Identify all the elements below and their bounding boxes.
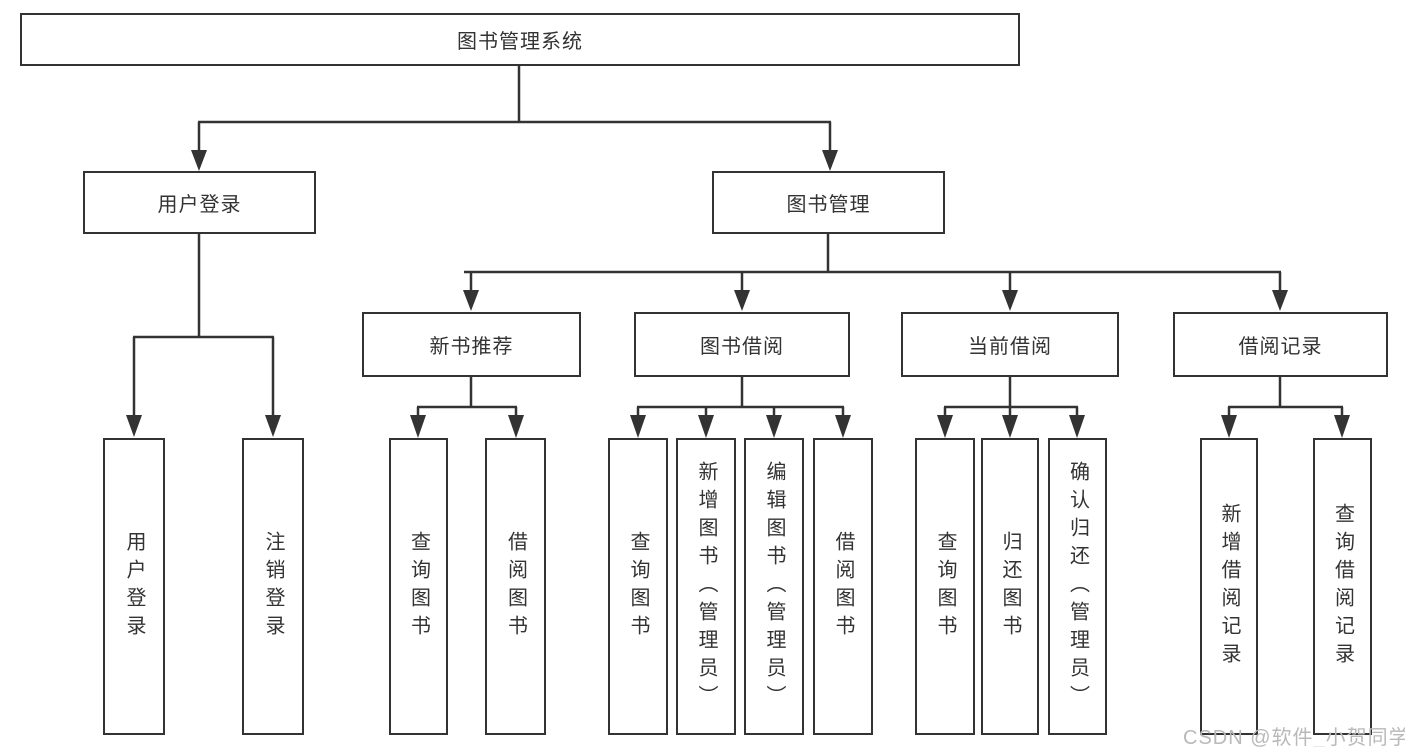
arrow-down-icon <box>937 415 953 438</box>
arrow-down-icon <box>191 150 207 171</box>
arrow-down-icon <box>766 415 782 438</box>
leaf-logout: 注销登录 <box>242 438 304 735</box>
arrow-down-icon <box>1002 290 1018 311</box>
leaf-borrow-books-recommend: 借阅图书 <box>485 438 546 735</box>
node-book-management: 图书管理 <box>712 171 945 234</box>
arrow-down-icon <box>265 415 281 437</box>
node-new-book-recommend: 新书推荐 <box>362 312 581 377</box>
connector-book-borrow-to-leaves <box>630 377 851 438</box>
arrow-down-icon <box>1002 415 1018 438</box>
arrow-down-icon <box>508 415 524 438</box>
arrow-down-icon <box>698 415 714 438</box>
leaf-query-books-borrow: 查询图书 <box>608 438 668 735</box>
node-book-borrow: 图书借阅 <box>634 312 850 377</box>
leaf-edit-books-admin: 编辑图书（管理员） <box>744 438 804 735</box>
leaf-return-books: 归还图书 <box>981 438 1039 735</box>
leaf-user-login: 用户登录 <box>103 438 165 735</box>
leaf-add-borrow-record: 新增借阅记录 <box>1200 438 1258 735</box>
arrow-down-icon <box>1069 415 1085 438</box>
arrow-down-icon <box>126 415 142 437</box>
leaf-confirm-return-admin: 确认归还（管理员） <box>1048 438 1107 735</box>
connector-root-to-level2 <box>191 66 838 171</box>
connector-borrow-records-to-leaves <box>1221 377 1350 438</box>
node-borrow-records: 借阅记录 <box>1173 312 1388 377</box>
node-root: 图书管理系统 <box>20 13 1020 66</box>
arrow-down-icon <box>822 150 838 171</box>
arrow-down-icon <box>835 415 851 438</box>
arrow-down-icon <box>410 415 426 438</box>
connector-new-book-to-leaves <box>410 377 524 438</box>
arrow-down-icon <box>1272 290 1288 311</box>
arrow-down-icon <box>1334 415 1350 438</box>
arrow-down-icon <box>734 290 750 311</box>
arrow-down-icon <box>1221 415 1237 438</box>
node-current-borrow: 当前借阅 <box>901 312 1119 377</box>
arrow-down-icon <box>463 290 479 311</box>
leaf-query-books-current: 查询图书 <box>915 438 975 735</box>
connector-user-login-to-leaves <box>126 234 281 437</box>
leaf-query-books-recommend: 查询图书 <box>389 438 448 735</box>
node-user-login: 用户登录 <box>83 171 316 234</box>
connector-current-borrow-to-leaves <box>937 377 1085 438</box>
leaf-add-books-admin: 新增图书（管理员） <box>676 438 736 735</box>
csdn-watermark: CSDN @软件_小贺同学 <box>1183 727 1405 747</box>
leaf-borrow-books: 借阅图书 <box>813 438 873 735</box>
arrow-down-icon <box>630 415 646 438</box>
connector-book-management-to-level3 <box>463 234 1288 311</box>
leaf-query-borrow-record: 查询借阅记录 <box>1313 438 1372 735</box>
